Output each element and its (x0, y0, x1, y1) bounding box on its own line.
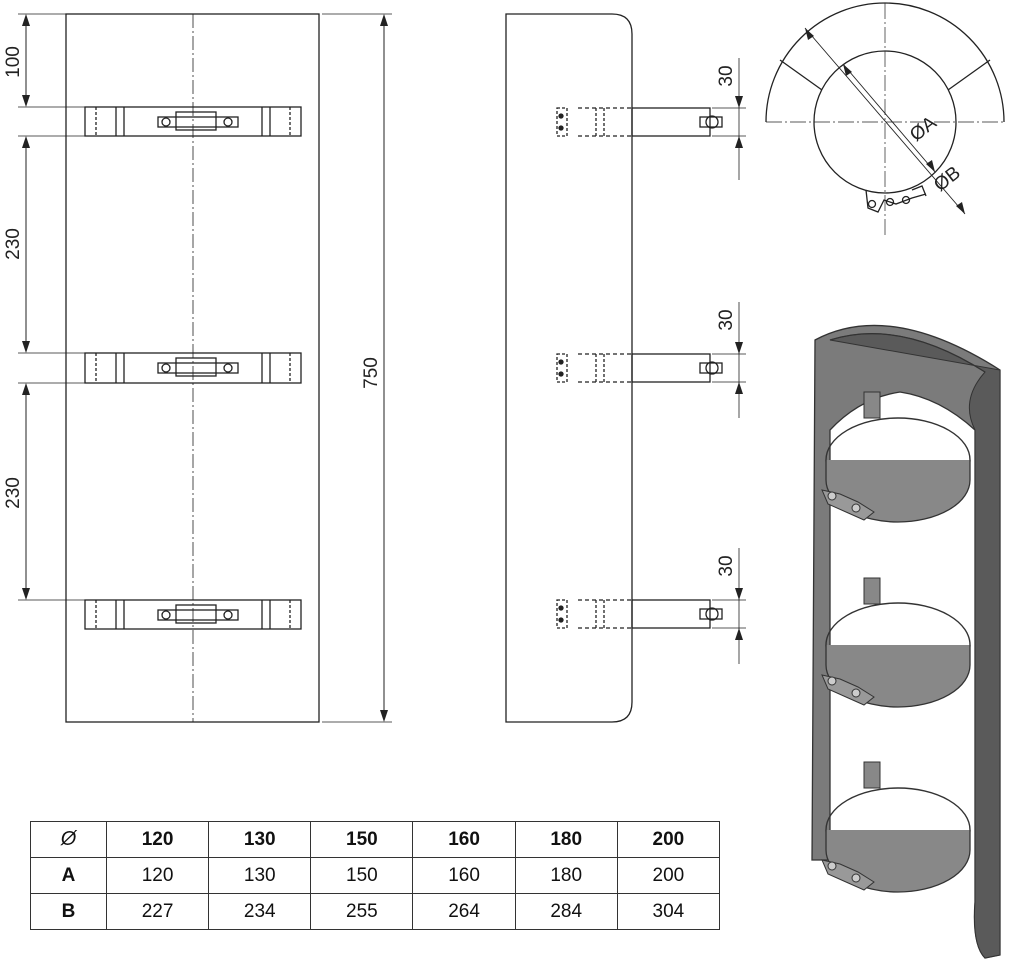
side-bracket-1 (556, 107, 723, 137)
table-header-cell: 180 (514, 821, 618, 858)
table-header-row: Ø 120 130 150 160 180 200 (30, 821, 721, 858)
table-header-cell: 160 (412, 821, 516, 858)
table-header-cell: 130 (208, 821, 312, 858)
bracket-height-3-label: 30 (716, 555, 737, 576)
table-header-cell: 150 (310, 821, 414, 858)
bracket-height-1-label: 30 (716, 65, 737, 86)
render-ring-3 (821, 761, 971, 893)
front-dimension-lines (25, 16, 385, 720)
top-view-arrows (805, 28, 965, 214)
table-cell: 180 (514, 857, 618, 894)
table-row-label: B (30, 893, 107, 930)
side-bracket-3 (556, 599, 723, 629)
top-view-clamp-latch (865, 185, 927, 213)
render-ring-1 (821, 391, 971, 523)
side-bracket-dimensions (712, 58, 746, 664)
front-top-dimension-label: 100 (3, 46, 24, 78)
table-header-cell: Ø (30, 821, 107, 858)
table-cell: 284 (514, 893, 618, 930)
front-extension-lines (18, 13, 392, 723)
front-view (18, 13, 392, 723)
front-clamp-1 (84, 106, 302, 137)
total-height-label: 750 (361, 357, 382, 389)
front-clamp-2 (84, 352, 302, 384)
table-cell: 264 (412, 893, 516, 930)
bracket-height-2-label: 30 (716, 309, 737, 330)
right-strut (947, 59, 991, 91)
side-bracket-arrows (735, 96, 743, 640)
side-panel (505, 13, 633, 723)
table-header-cell: 200 (616, 821, 721, 858)
diameter-b-label: ØB (930, 162, 965, 195)
table-header-cell: 120 (105, 821, 210, 858)
left-strut (779, 59, 823, 91)
render-3d-view (811, 324, 1001, 959)
diameter-a-label: ØA (906, 112, 941, 146)
table-row-label: A (30, 857, 107, 894)
side-bracket-2 (556, 353, 723, 383)
table-cell: 227 (105, 893, 210, 930)
front-spacing-1-label: 230 (3, 228, 24, 260)
table-cell: 304 (616, 893, 721, 930)
table-cell: 160 (412, 857, 516, 894)
table-cell: 255 (310, 893, 414, 930)
dimension-table: Ø 120 130 150 160 180 200 A 120 130 150 … (30, 821, 721, 930)
side-view (505, 13, 746, 723)
table-row: B 227 234 255 264 284 304 (30, 893, 721, 930)
diameter-a-line (842, 63, 936, 173)
table-row: A 120 130 150 160 180 200 (30, 857, 721, 894)
front-clamp-3 (84, 599, 302, 630)
table-cell: 150 (310, 857, 414, 894)
table-cell: 130 (208, 857, 312, 894)
table-cell: 120 (105, 857, 210, 894)
table-cell: 234 (208, 893, 312, 930)
diameter-b-line (804, 27, 966, 215)
render-shield-edge (829, 333, 986, 373)
top-view (765, 2, 1005, 238)
front-panel (65, 13, 320, 723)
front-spacing-2-label: 230 (3, 477, 24, 509)
table-cell: 200 (616, 857, 721, 894)
render-ring-2 (821, 577, 971, 708)
front-dimension-arrows (22, 14, 388, 722)
